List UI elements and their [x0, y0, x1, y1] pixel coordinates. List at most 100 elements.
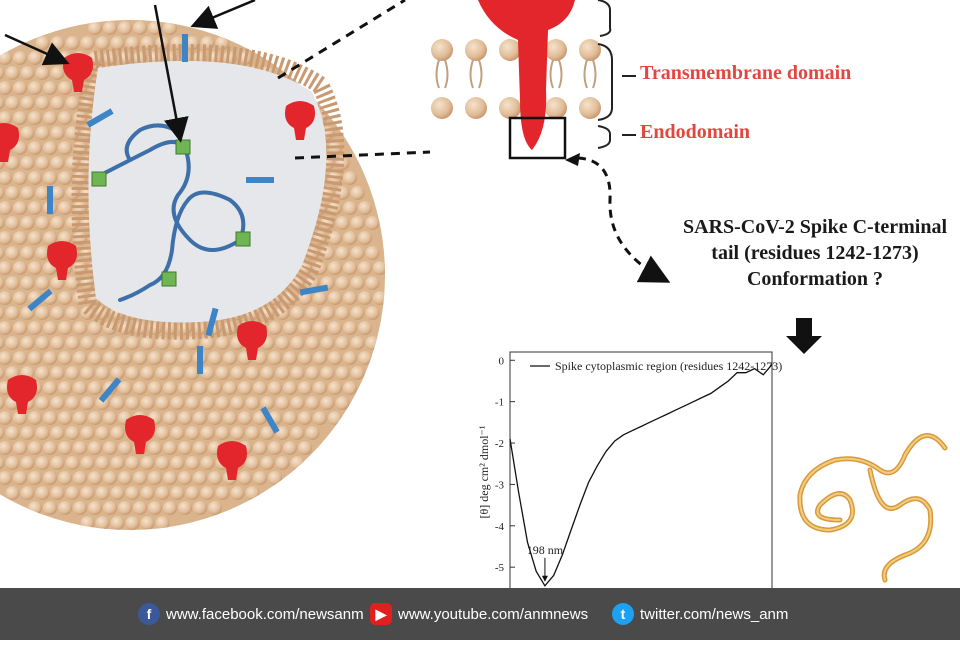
lipid-bead [58, 411, 72, 425]
lipid-bead [208, 471, 222, 485]
legend-label: Spike cytoplasmic region (residues 1242-… [555, 359, 782, 373]
lipid-bead [215, 426, 230, 440]
lipid-head [579, 39, 601, 61]
lipid-bead [200, 36, 215, 50]
c-terminal-box [508, 116, 567, 160]
lipid-bead [28, 201, 42, 215]
lipid-bead [28, 261, 42, 275]
lipid-bead [65, 336, 80, 350]
lipid-head [545, 39, 567, 61]
lipid-bead [350, 246, 365, 260]
lipid-bead [245, 456, 260, 470]
lipid-bead [283, 321, 297, 335]
lipid-bead [58, 441, 72, 455]
lipid-bead [343, 171, 357, 185]
lipid-bead [118, 501, 132, 515]
lipid-bead [0, 216, 5, 230]
spike-protein [0, 123, 19, 162]
arrow-tail-head [565, 153, 580, 166]
membrane-protein [246, 177, 274, 183]
lipid-bead [80, 486, 95, 500]
membrane-protein [182, 34, 188, 62]
lipid-bead [43, 81, 57, 95]
lipid-bead [148, 441, 162, 455]
lipid-bead [193, 381, 207, 395]
lipid-bead [118, 381, 132, 395]
lipid-bead [215, 486, 230, 500]
lipid-bead [335, 216, 350, 230]
lipid-bead [43, 441, 57, 455]
lipid-bead [305, 366, 320, 380]
lipid-bead [50, 456, 65, 470]
lipid-bead [140, 516, 155, 530]
lipid-bead [185, 396, 200, 410]
lipid-bead [313, 291, 327, 305]
lipid-bead [193, 411, 207, 425]
lipid-bead [110, 366, 125, 380]
lipid-bead [35, 36, 50, 50]
lipid-bead [148, 351, 162, 365]
lipid-bead [5, 336, 20, 350]
lipid-bead [0, 201, 12, 215]
lipid-bead [163, 381, 177, 395]
lipid-bead [238, 471, 252, 485]
twitter-link[interactable]: t twitter.com/news_anm [612, 602, 788, 626]
lipid-bead [50, 96, 65, 110]
nucleocapsid-protein [175, 139, 191, 155]
lipid-bead [178, 501, 192, 515]
lipid-bead [103, 471, 117, 485]
youtube-link[interactable]: ▶ www.youtube.com/anmnews [370, 602, 588, 626]
lipid-bead [350, 216, 365, 230]
lipid-bead [43, 471, 57, 485]
lipid-bead [110, 36, 125, 50]
lipid-bead [260, 366, 275, 380]
lipid-bead [313, 381, 327, 395]
chart-frame [509, 351, 773, 593]
youtube-url: www.youtube.com/anmnews [398, 605, 589, 623]
lipid-bead [343, 201, 357, 215]
lipid-bead [35, 246, 50, 260]
lipid-bead [133, 501, 147, 515]
lipid-bead [103, 351, 117, 365]
lipid-bead [170, 456, 185, 470]
lipid-bead [373, 261, 385, 275]
lipid-bead [200, 366, 215, 380]
lipid-bead [215, 336, 230, 350]
lipid-bead [0, 261, 12, 275]
lipid-bilayer [431, 39, 601, 119]
lipid-bead [13, 321, 27, 335]
lipid-bead [275, 396, 290, 410]
lipid-head [499, 39, 521, 61]
lipid-bead [335, 366, 350, 380]
lipid-bead [320, 366, 335, 380]
lipid-bead [118, 471, 132, 485]
lipid-bead [358, 201, 372, 215]
lipid-bead [80, 336, 95, 350]
lipid-bead [185, 336, 200, 350]
lipid-bead [193, 471, 207, 485]
lipid-bead [0, 471, 12, 485]
lipid-bead [155, 366, 170, 380]
lipid-bead [230, 366, 245, 380]
lipid-bead [283, 351, 297, 365]
lipid-head [545, 97, 567, 119]
lipid-bead [50, 186, 65, 200]
lipid-bead [313, 411, 327, 425]
lipid-bead [328, 231, 342, 245]
lipid-bead [133, 351, 147, 365]
lipid-bead [80, 396, 95, 410]
lipid-bead [20, 96, 35, 110]
facebook-link[interactable]: f www.facebook.com/newsanm [138, 602, 364, 626]
lipid-bead [178, 471, 192, 485]
membrane-protein [27, 288, 53, 312]
lipid-bead [13, 441, 27, 455]
brace-endodomain [597, 125, 611, 149]
lipid-bead [230, 396, 245, 410]
lipid-bead [305, 336, 320, 350]
lipid-bead [5, 456, 20, 470]
lipid-bead [110, 516, 125, 530]
lipid-bead [13, 291, 27, 305]
membrane-protein [98, 377, 122, 403]
lipid-bead [43, 231, 57, 245]
lipid-bead [253, 471, 267, 485]
